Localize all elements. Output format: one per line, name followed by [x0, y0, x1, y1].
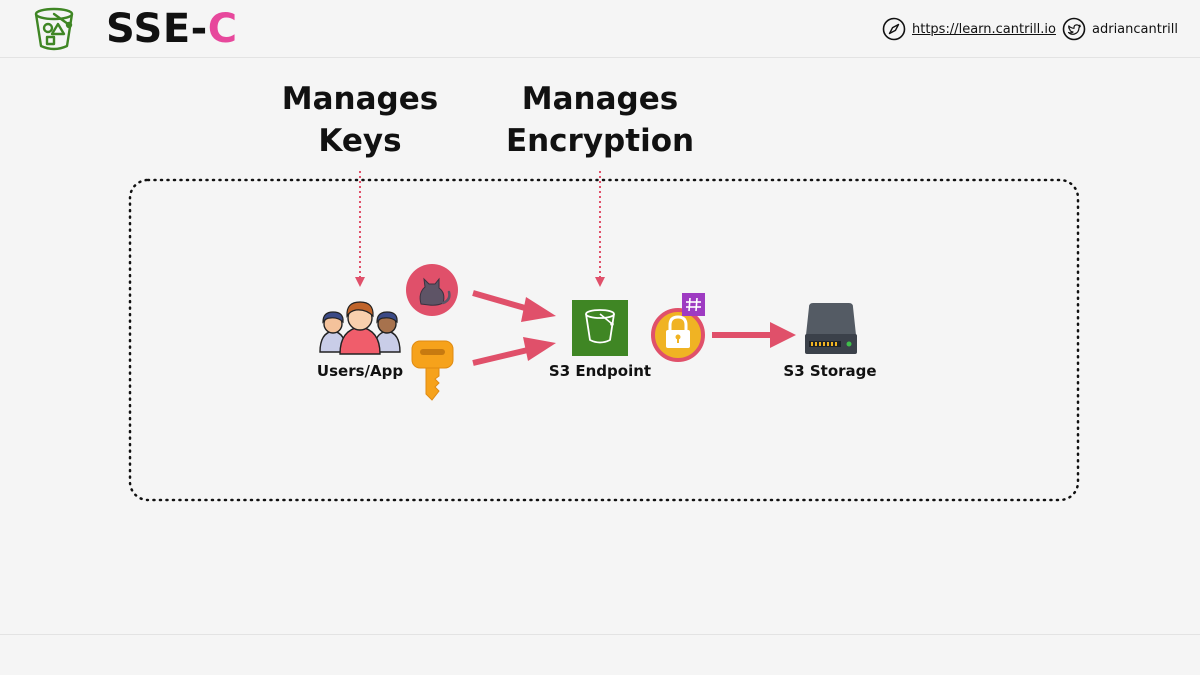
- users-group-icon: [319, 301, 401, 355]
- key-icon: [411, 340, 454, 401]
- padlock-icon: [651, 308, 705, 362]
- cat-object-icon: [406, 264, 458, 316]
- footer-divider: [0, 634, 1200, 635]
- arrow-key-to-endpoint: [472, 337, 556, 366]
- arrow-endpoint-to-storage: [712, 322, 796, 348]
- storage-drive-icon: [805, 303, 857, 354]
- node-label-endpoint: S3 Endpoint: [548, 362, 652, 380]
- heading-keys-line1: Manages: [281, 81, 439, 117]
- node-label-storage: S3 Storage: [783, 362, 877, 380]
- node-label-users: Users/App: [316, 362, 404, 380]
- heading-manages-encryption: Manages Encryption: [490, 78, 710, 162]
- compass-icon: [882, 17, 906, 41]
- twitter-bird-icon: [1062, 17, 1086, 41]
- website-link[interactable]: https://learn.cantrill.io: [912, 21, 1056, 37]
- title-accent: C: [207, 6, 238, 52]
- s3-bucket-icon: [572, 300, 628, 356]
- s3-bucket-outline-icon: [34, 7, 74, 51]
- page-title: SSE-C: [106, 6, 238, 52]
- social-handle-group[interactable]: adriancantrill: [1062, 17, 1178, 41]
- boundary-dotted-box: [128, 178, 1080, 502]
- arrow-object-to-endpoint: [472, 290, 556, 322]
- social-handle[interactable]: adriancantrill: [1092, 21, 1179, 37]
- header-divider: [0, 57, 1200, 58]
- dotted-guide-keys: [355, 171, 365, 287]
- dotted-guide-encryption: [595, 171, 605, 287]
- heading-manages-keys: Manages Keys: [270, 78, 450, 162]
- heading-encryption-line1: Manages: [521, 81, 679, 117]
- title-main: SSE-: [106, 6, 208, 52]
- website-link-group[interactable]: https://learn.cantrill.io: [882, 17, 1056, 41]
- hash-icon: [682, 293, 705, 316]
- heading-encryption-line2: Encryption: [505, 123, 695, 159]
- heading-keys-line2: Keys: [318, 123, 402, 159]
